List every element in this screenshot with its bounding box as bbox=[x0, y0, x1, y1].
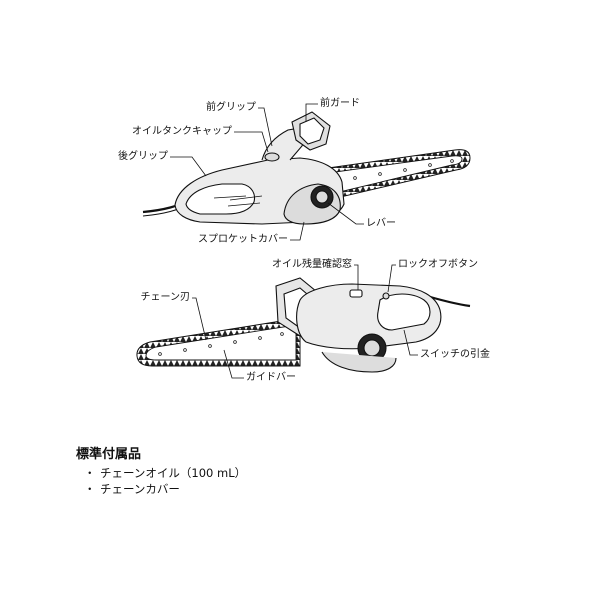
label-rear-grip: 後グリップ bbox=[118, 151, 168, 162]
bottom-guide-bar bbox=[136, 317, 301, 367]
bullet: ・ bbox=[84, 466, 96, 480]
chainsaw-side-view bbox=[142, 111, 471, 225]
accessory-text: チェーンカバー bbox=[100, 482, 180, 496]
standard-accessories: 標準付属品 ・チェーンオイル（100 mL） ・チェーンカバー bbox=[76, 447, 246, 497]
accessory-item: ・チェーンカバー bbox=[76, 481, 246, 497]
label-sprocket-cover: スプロケットカバー bbox=[198, 234, 288, 245]
label-lockoff-button: ロックオフボタン bbox=[398, 259, 478, 270]
label-oil-window: オイル残量確認窓 bbox=[272, 259, 352, 270]
label-chain-blade: チェーン刃 bbox=[140, 292, 191, 303]
leader-lines bbox=[170, 103, 418, 379]
label-guide-bar: ガイドバー bbox=[246, 372, 296, 383]
accessory-text: チェーンオイル（100 mL） bbox=[100, 466, 247, 480]
bullet: ・ bbox=[84, 482, 96, 496]
oil-level-window bbox=[349, 289, 363, 298]
label-lever: レバー bbox=[366, 218, 396, 229]
label-oil-tank-cap: オイルタンクキャップ bbox=[132, 126, 232, 137]
accessory-item: ・チェーンオイル（100 mL） bbox=[76, 465, 246, 481]
label-front-guard: 前ガード bbox=[320, 98, 360, 109]
lockoff-button bbox=[382, 292, 390, 300]
accessories-title: 標準付属品 bbox=[76, 447, 142, 462]
top-oil-tank-cap bbox=[264, 152, 280, 162]
label-switch-trigger: スイッチの引金 bbox=[420, 349, 490, 360]
label-front-grip: 前グリップ bbox=[206, 102, 256, 113]
